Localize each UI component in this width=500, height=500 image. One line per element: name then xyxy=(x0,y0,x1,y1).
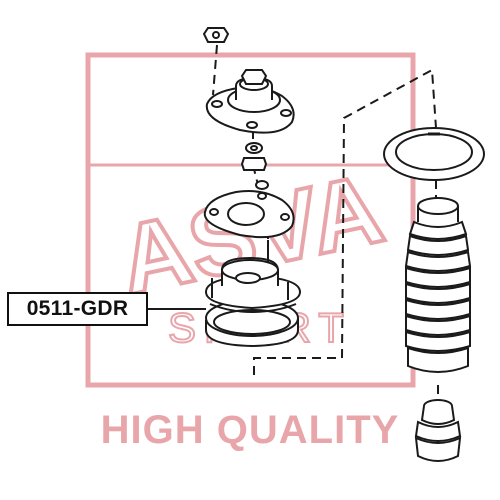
spring-seat xyxy=(383,127,485,181)
top-nut xyxy=(202,27,230,43)
part-number-label: 0511-GDR xyxy=(7,292,148,326)
upper-mount-plate xyxy=(205,69,295,134)
triangular-gasket xyxy=(203,190,295,239)
strut-mount xyxy=(204,240,302,348)
washer-set xyxy=(240,142,269,190)
watermark-tagline: HIGH QUALITY xyxy=(100,408,400,452)
bump-stop xyxy=(414,399,462,462)
dust-boot xyxy=(404,197,472,373)
